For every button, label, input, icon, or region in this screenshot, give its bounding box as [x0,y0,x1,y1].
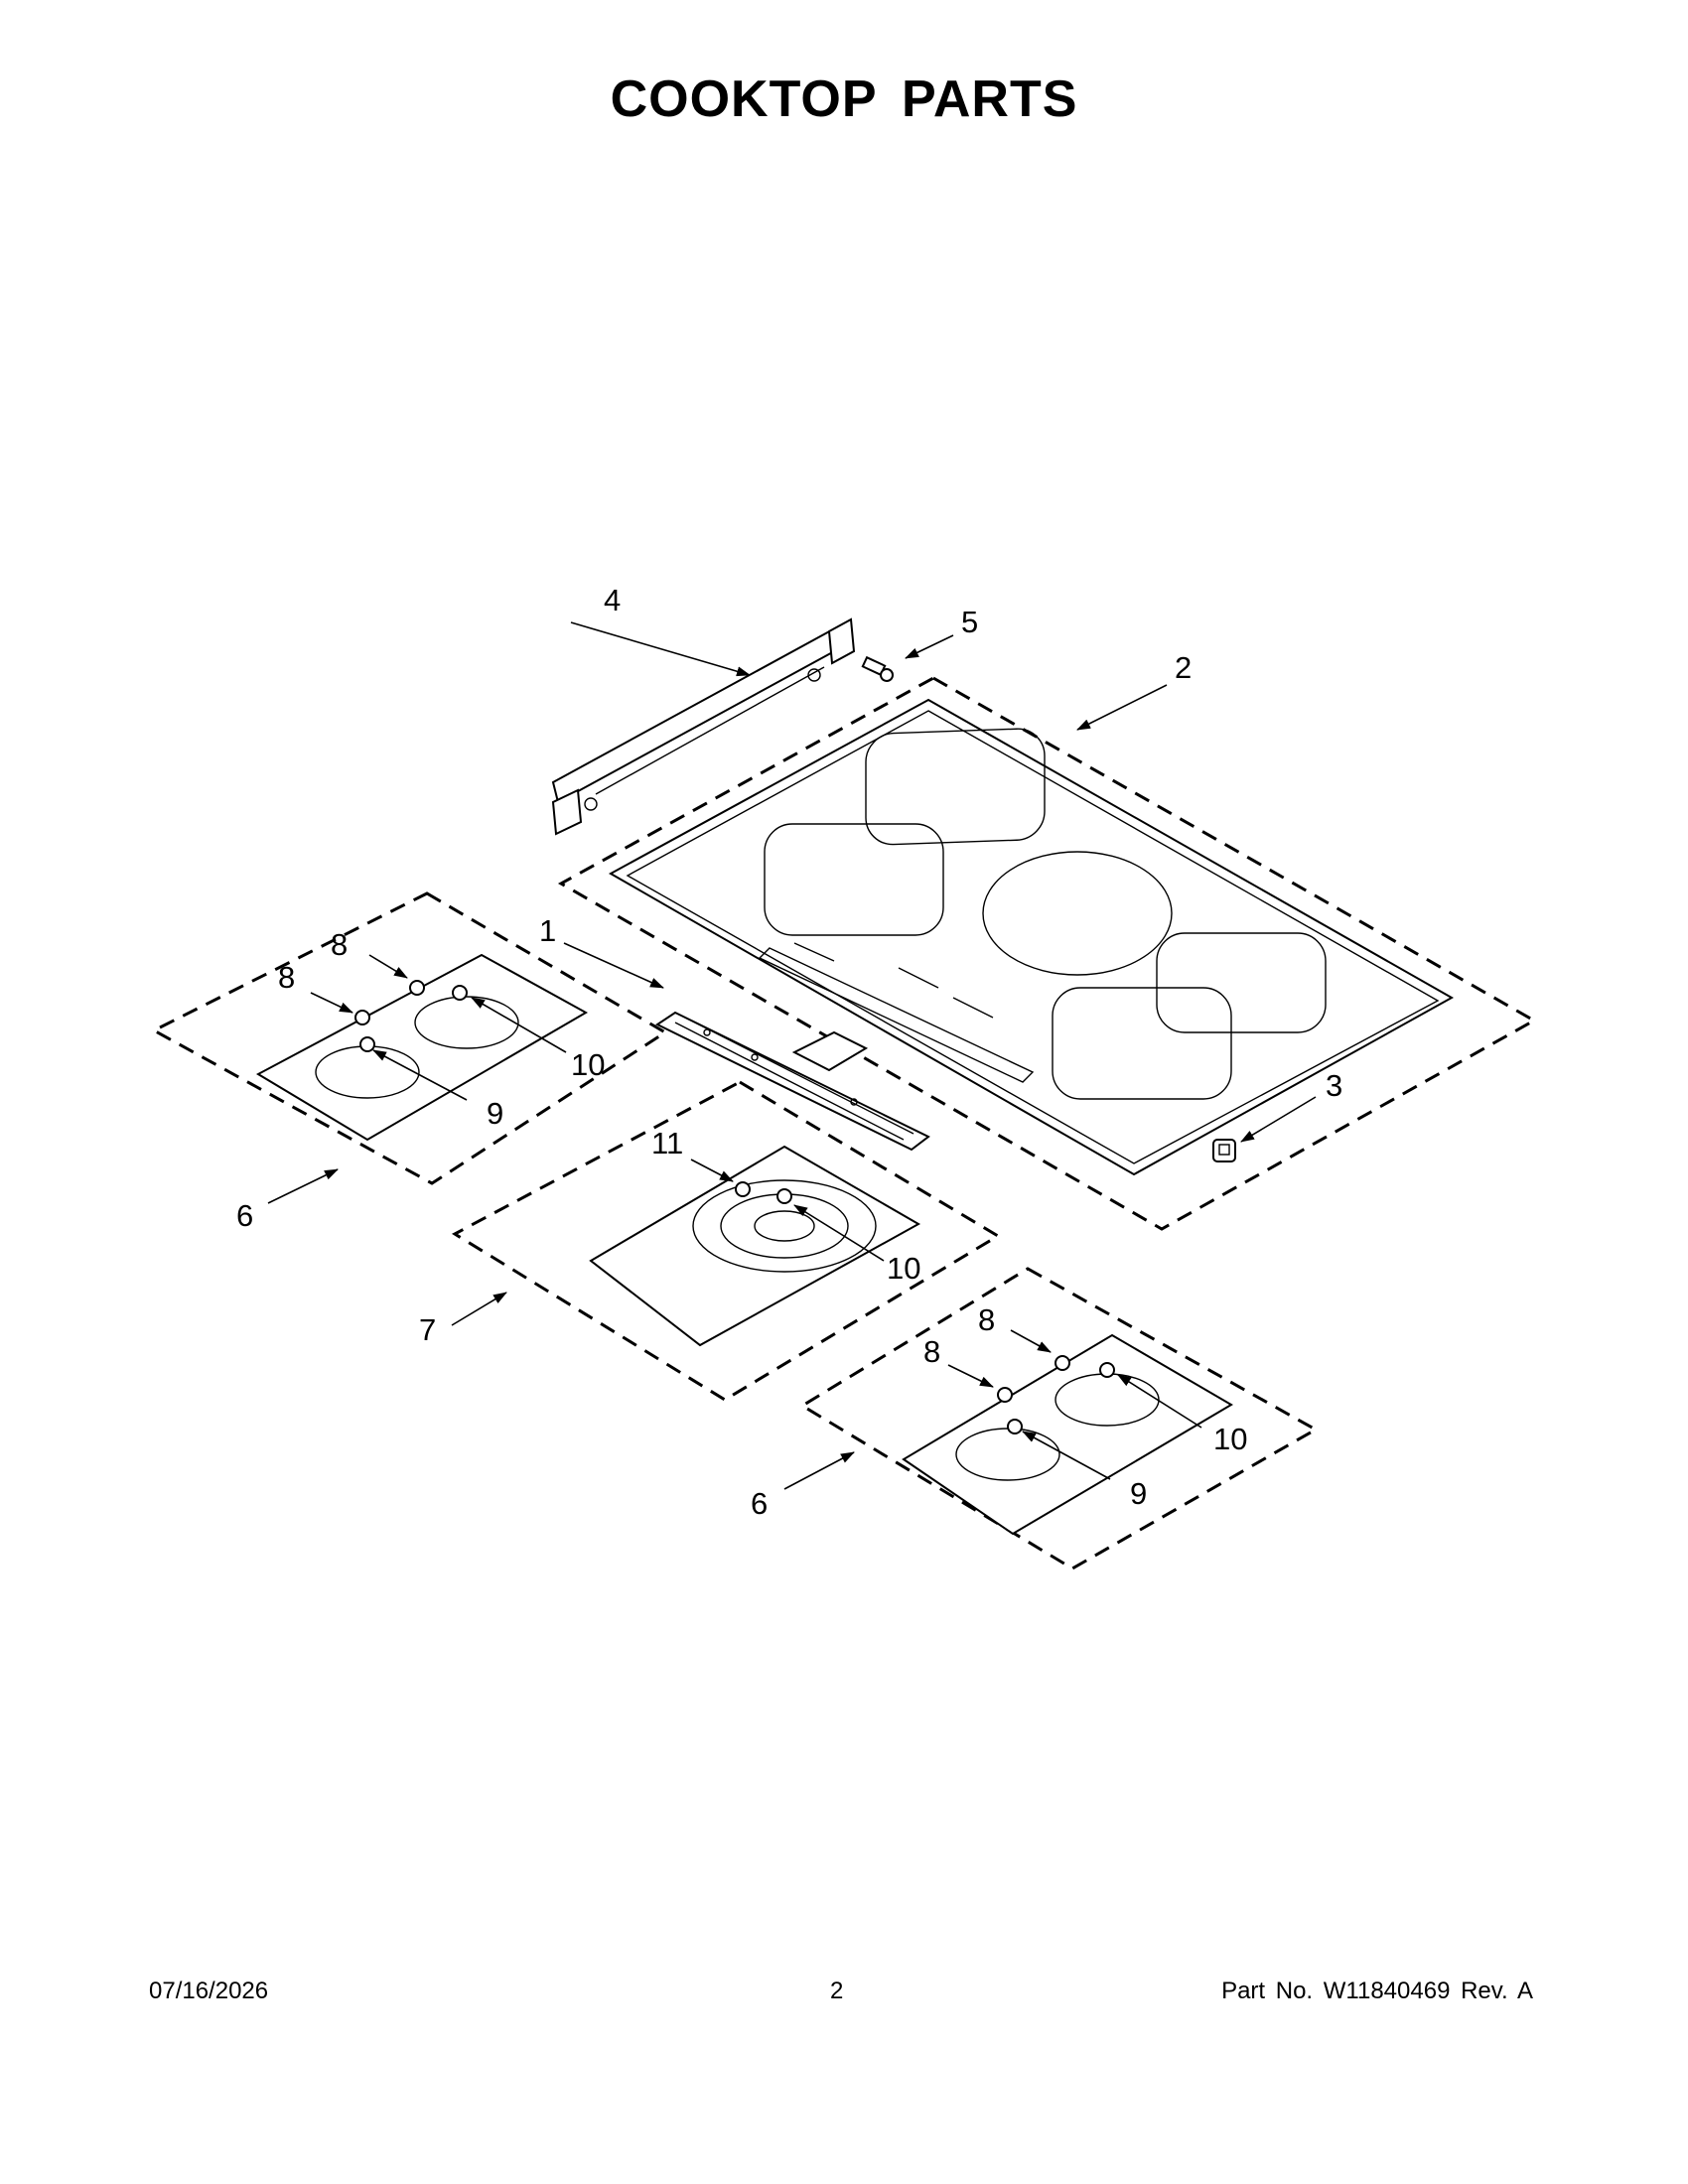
leader-4 [570,621,751,677]
leader-10b [793,1204,885,1262]
left-fastener-a [409,980,425,996]
leader-lines [267,621,1317,1490]
cooktop-glass-assembly [557,676,1538,1231]
callout-3: 3 [1326,1068,1342,1103]
leader-9b [1022,1431,1111,1480]
leader-8d [947,1364,994,1388]
left-coil-rear [414,996,519,1049]
callout-8b: 8 [278,960,295,995]
mounting-screw [861,655,894,682]
callout-2: 2 [1175,650,1192,685]
right-fastener-a [1055,1355,1070,1371]
callout-8c: 8 [978,1302,995,1337]
center-fastener [735,1181,751,1197]
left-coil-dashed-outline [150,891,668,1185]
callout-10b: 10 [887,1251,920,1286]
right-sensor-b [1007,1419,1023,1434]
cooktop-glass-inner-edge [626,710,1440,1164]
left-sensor-b [359,1036,375,1052]
right-coil-dashed-outline [799,1267,1320,1570]
callout-11: 11 [651,1126,683,1160]
center-coil-assembly [451,1080,1001,1402]
left-sensor [452,985,468,1001]
leader-5 [905,634,954,659]
mounting-bracket [551,617,856,836]
callout-labels: 4 5 2 1 3 8 8 10 9 6 11 10 7 8 8 10 9 6 [236,583,1342,1521]
leader-6a [267,1168,339,1204]
center-coil-ring-inner [754,1210,815,1242]
callout-8a: 8 [331,927,348,962]
callout-8d: 8 [923,1334,940,1369]
footer-part-number: Part No. W11840469 Rev. A [1221,1978,1533,2004]
burner-zone-rear-right [1156,932,1327,1033]
leader-8a [368,954,408,979]
callout-9a: 9 [487,1096,503,1131]
control-board [655,1011,930,1152]
burner-zone-rear-left [865,728,1046,846]
leader-2 [1076,684,1168,731]
right-sensor [1099,1362,1115,1378]
right-fastener-b [997,1387,1013,1403]
right-coil-assembly [799,1267,1320,1570]
callout-5: 5 [961,605,978,639]
callout-6a: 6 [236,1198,253,1233]
callout-6b: 6 [751,1486,768,1521]
terminal-block [1212,1139,1236,1162]
control-strip-graphics [758,947,1035,1083]
leader-10c [1117,1374,1202,1429]
leader-11 [690,1159,734,1182]
left-coil-assembly [150,891,668,1185]
center-coil-dashed-outline [451,1080,1001,1402]
leader-9a [372,1049,468,1101]
leader-7 [451,1292,507,1326]
leader-3 [1240,1096,1317,1143]
center-sensor [776,1188,792,1204]
leader-8c [1010,1329,1052,1353]
burner-zone-center [982,851,1173,976]
center-coil-plate [589,1145,921,1347]
footer-date: 07/16/2026 [149,1978,269,2004]
control-strip-detail [793,942,994,1019]
callout-9b: 9 [1130,1476,1147,1511]
burner-zone-front-right [1052,987,1232,1100]
callout-1: 1 [539,913,556,948]
cooktop-dashed-outline [557,676,1538,1231]
footer-page-number: 2 [830,1978,844,2004]
callout-4: 4 [604,583,621,617]
cooktop-glass-top [608,698,1455,1176]
leader-6b [783,1451,855,1490]
callout-10c: 10 [1213,1422,1247,1456]
leader-8b [310,992,353,1014]
left-fastener-b [354,1010,370,1025]
leader-10a [471,997,567,1053]
leader-1 [563,942,664,989]
burner-zone-front-left [764,823,944,936]
callout-10a: 10 [571,1047,605,1082]
center-coil-ring-outer [692,1179,877,1273]
callout-7: 7 [419,1312,436,1347]
page-title: COOKTOP PARTS [610,70,1078,128]
